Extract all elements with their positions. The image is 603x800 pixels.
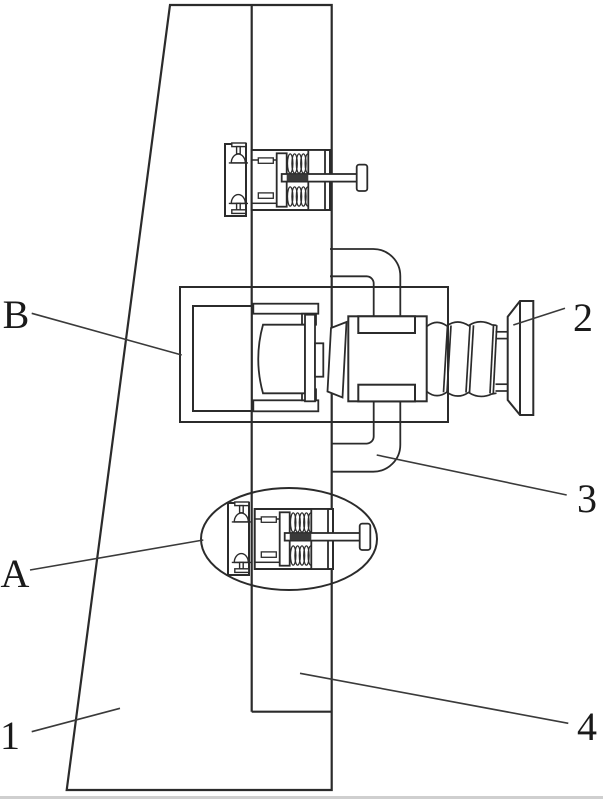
leader-line-1: [31, 707, 121, 733]
scan-edge-strip: [0, 796, 603, 799]
detail-circle-a: [200, 487, 378, 591]
label-4: 4: [577, 704, 597, 749]
label-b: B: [3, 292, 30, 337]
label-2: 2: [573, 295, 593, 340]
housing-inner-box: [192, 305, 253, 412]
leader-lines: [29, 307, 569, 733]
leader-line-4: [299, 672, 569, 725]
leader-line-a: [29, 539, 204, 571]
upper-clamp-unit: [224, 142, 369, 217]
flange-stem: [495, 330, 508, 392]
bellows-screw: [426, 320, 498, 398]
leader-line-3: [376, 454, 567, 496]
shaft-coupling-block: [347, 315, 428, 403]
leader-line-b: [31, 312, 182, 356]
leader-line-2: [513, 307, 566, 326]
lower-clamp-unit: [227, 501, 372, 576]
label-1: 1: [0, 713, 20, 758]
drive-motor-assembly: [252, 302, 325, 413]
tilted-flange-disc: [326, 320, 348, 399]
label-3: 3: [577, 476, 597, 521]
label-a: A: [1, 551, 30, 596]
pipe-lower-elbow: [331, 401, 402, 473]
end-flange: [506, 300, 535, 416]
pipe-upper-elbow: [330, 248, 402, 317]
